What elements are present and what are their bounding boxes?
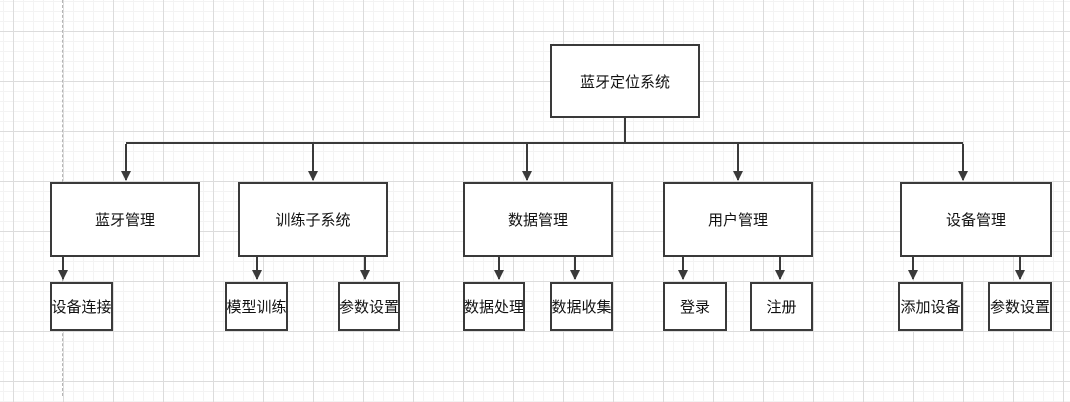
node-label: 设备管理 — [945, 212, 1006, 229]
node-label: 数据处理 — [464, 299, 525, 316]
node-label: 添加设备 — [900, 299, 961, 316]
edge-root-bus[interactable] — [126, 118, 963, 144]
node-label: 设备连接 — [51, 299, 112, 316]
node-data-management[interactable]: 数据管理 — [463, 182, 613, 257]
node-label: 用户管理 — [707, 212, 768, 229]
leaf-register[interactable]: 注册 — [750, 282, 813, 331]
node-bluetooth-management[interactable]: 蓝牙管理 — [50, 182, 200, 257]
node-training-subsystem[interactable]: 训练子系统 — [238, 182, 388, 257]
node-root-label: 蓝牙定位系统 — [579, 73, 670, 91]
node-label: 登录 — [679, 299, 710, 316]
node-device-management[interactable]: 设备管理 — [900, 182, 1052, 257]
node-user-management[interactable]: 用户管理 — [663, 182, 813, 257]
leaf-param-settings-2[interactable]: 参数设置 — [988, 282, 1052, 331]
leaf-data-processing[interactable]: 数据处理 — [463, 282, 525, 331]
leaf-data-collection[interactable]: 数据收集 — [550, 282, 613, 331]
leaf-device-connect[interactable]: 设备连接 — [50, 282, 113, 331]
node-label: 训练子系统 — [275, 212, 351, 229]
node-label: 参数设置 — [339, 299, 400, 316]
leaf-add-device[interactable]: 添加设备 — [898, 282, 963, 331]
node-label: 模型训练 — [226, 299, 287, 316]
node-root-bluetooth-positioning-system[interactable]: 蓝牙定位系统 — [550, 44, 700, 118]
node-label: 数据管理 — [507, 212, 568, 229]
node-label: 蓝牙管理 — [94, 212, 155, 229]
leaf-login[interactable]: 登录 — [663, 282, 727, 331]
node-label: 注册 — [766, 299, 797, 316]
leaf-model-training[interactable]: 模型训练 — [225, 282, 288, 331]
node-label: 参数设置 — [990, 299, 1051, 316]
leaf-param-settings-1[interactable]: 参数设置 — [338, 282, 400, 331]
node-label: 数据收集 — [551, 299, 612, 316]
